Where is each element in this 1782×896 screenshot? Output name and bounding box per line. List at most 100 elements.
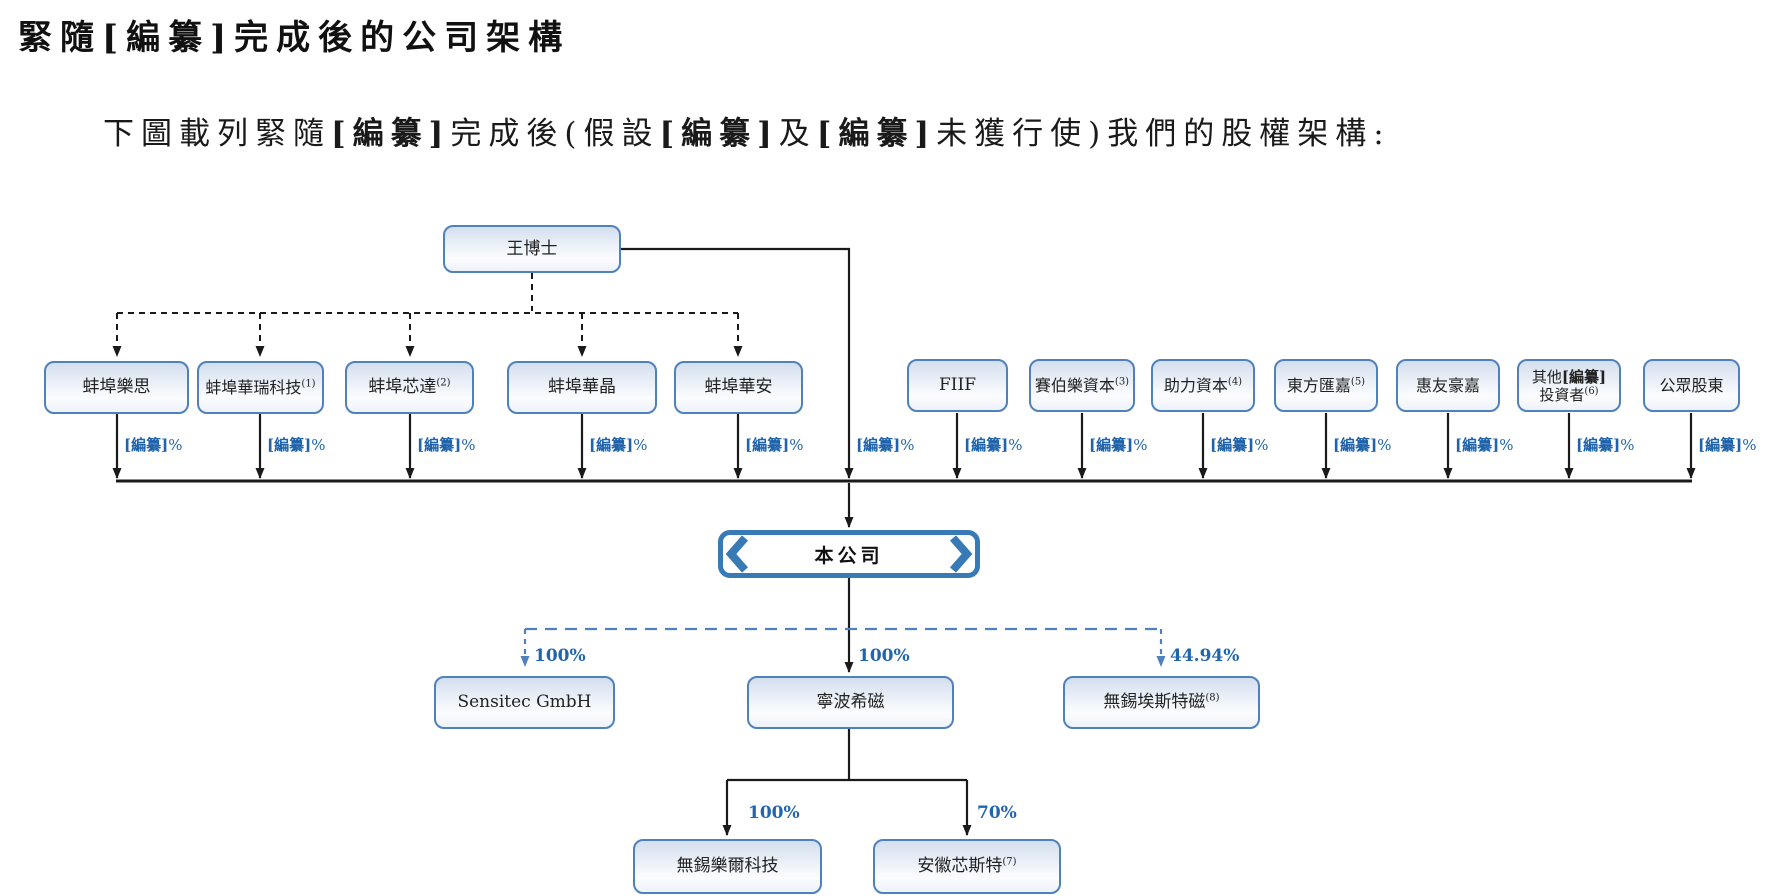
pct-suffix: % xyxy=(1742,436,1757,454)
footnote-ref: (6) xyxy=(1584,385,1599,397)
ownership-pct: [編纂]% xyxy=(1089,434,1147,455)
page-title: 緊隨[編纂]完成後的公司架構 xyxy=(18,18,571,58)
shareholder-name: 投資者 xyxy=(1539,385,1585,404)
ownership-pct: [編纂]% xyxy=(589,434,647,455)
shareholder-label: 投資者(6) xyxy=(1539,386,1598,404)
shareholder-name: 蚌埠華安 xyxy=(704,377,773,398)
shareholder-box: 蚌埠芯達(2) xyxy=(345,361,474,414)
ownership-pct: [編纂]% xyxy=(856,434,914,455)
pct-suffix: % xyxy=(1254,436,1269,454)
ownership-pct: 70% xyxy=(977,803,1017,823)
shareholder-label: 惠友豪嘉 xyxy=(1416,376,1480,395)
shareholder-name: 其他 xyxy=(1531,367,1562,386)
subtitle-text: 未獲行使)我們的股權架構: xyxy=(936,116,1391,152)
pct-redacted: [編纂] xyxy=(589,436,634,454)
shareholder-name: 蚌埠華瑞科技 xyxy=(205,377,302,397)
ownership-pct: 100% xyxy=(534,646,586,666)
shareholder-label: 東方匯嘉(5) xyxy=(1287,376,1365,395)
shareholder-box: 蚌埠華瑞科技(1) xyxy=(197,361,324,414)
subtitle-text: 完成後(假設 xyxy=(450,116,660,152)
pct-redacted: [編纂] xyxy=(856,436,901,454)
subtitle-redacted: [編纂] xyxy=(659,116,779,152)
left-chevron-icon xyxy=(725,535,749,573)
diagram-subtitle: 下圖載列緊隨[編纂]完成後(假設[編纂]及[編纂]未獲行使)我們的股權架構: xyxy=(103,108,1391,153)
subsidiary-name: 安徽芯斯特 xyxy=(917,856,1003,877)
subsidiary-label: 無錫埃斯特磁(8) xyxy=(1103,692,1219,712)
subsidiary-label: Sensitec GmbH xyxy=(457,692,591,712)
shareholder-label: 蚌埠華晶 xyxy=(548,377,616,397)
footnote-ref: (3) xyxy=(1114,376,1130,388)
subsidiary-box: 安徽芯斯特(7) xyxy=(873,839,1061,894)
pct-suffix: % xyxy=(311,436,326,454)
subsidiary-name: 無錫樂爾科技 xyxy=(676,856,779,877)
pct-redacted: [編纂] xyxy=(124,436,169,454)
shareholder-box: 惠友豪嘉 xyxy=(1396,359,1500,412)
ownership-pct: [編纂]% xyxy=(964,434,1022,455)
shareholder-name: 助力資本 xyxy=(1163,375,1228,395)
pct-suffix: % xyxy=(633,436,648,454)
shareholder-name-redacted: [編纂] xyxy=(1561,367,1607,386)
subsidiary-label: 無錫樂爾科技 xyxy=(677,856,779,876)
shareholder-box: 助力資本(4) xyxy=(1151,359,1255,412)
pct-redacted: [編纂] xyxy=(745,436,790,454)
shareholder-name: 東方匯嘉 xyxy=(1286,375,1351,395)
ownership-pct: [編纂]% xyxy=(1576,434,1634,455)
ownership-pct: [編纂]% xyxy=(124,434,182,455)
shareholder-label: FIIF xyxy=(939,375,976,395)
subsidiary-label: 安徽芯斯特(7) xyxy=(917,856,1016,876)
subsidiary-name: 無錫埃斯特磁 xyxy=(1103,692,1206,713)
pct-suffix: % xyxy=(1133,436,1148,454)
subsidiary-name: Sensitec GmbH xyxy=(457,692,592,713)
subtitle-text: 及 xyxy=(778,116,817,152)
shareholder-label: 公眾股東 xyxy=(1659,376,1723,395)
pct-redacted: [編纂] xyxy=(1455,436,1500,454)
subsidiary-box: 無錫樂爾科技 xyxy=(633,839,822,894)
pct-suffix: % xyxy=(1377,436,1392,454)
subtitle-redacted: [編纂] xyxy=(816,116,937,152)
founder-label: 王博士 xyxy=(506,238,558,259)
shareholder-name: 賽伯樂資本 xyxy=(1034,375,1115,395)
shareholder-name: 蚌埠樂思 xyxy=(82,377,151,398)
shareholder-name: 公眾股東 xyxy=(1659,375,1724,395)
ownership-pct: [編纂]% xyxy=(1333,434,1391,455)
footnote-ref: (1) xyxy=(301,378,316,390)
shareholder-box: FIIF xyxy=(907,359,1008,412)
ownership-pct: 100% xyxy=(858,646,910,666)
company-label: 本公司 xyxy=(814,544,884,567)
ownership-pct: [編纂]% xyxy=(1210,434,1268,455)
shareholder-box: 蚌埠華安 xyxy=(674,361,803,414)
shareholder-box: 其他[編纂] 投資者(6) xyxy=(1517,359,1621,412)
pct-redacted: [編纂] xyxy=(1698,436,1743,454)
shareholder-label: 蚌埠華瑞科技(1) xyxy=(205,378,315,397)
pct-redacted: [編纂] xyxy=(1576,436,1621,454)
pct-suffix: % xyxy=(1008,436,1023,454)
ownership-pct: [編纂]% xyxy=(1698,434,1756,455)
pct-suffix: % xyxy=(900,436,915,454)
shareholder-label: 助力資本(4) xyxy=(1164,376,1242,395)
pct-redacted: [編纂] xyxy=(1333,436,1378,454)
subtitle-redacted: [編纂] xyxy=(331,116,451,152)
shareholder-label: 蚌埠樂思 xyxy=(83,377,151,397)
subsidiary-box: 寧波希磁 xyxy=(747,676,954,729)
shareholder-label: 蚌埠芯達(2) xyxy=(368,377,450,397)
shareholder-box: 東方匯嘉(5) xyxy=(1274,359,1378,412)
shareholder-name: FIIF xyxy=(938,375,977,396)
shareholder-name: 蚌埠芯達 xyxy=(368,377,437,398)
ownership-pct: [編纂]% xyxy=(417,434,475,455)
shareholder-name: 蚌埠華晶 xyxy=(548,377,616,398)
pct-redacted: [編纂] xyxy=(417,436,462,454)
pct-suffix: % xyxy=(1620,436,1635,454)
footnote-ref: (5) xyxy=(1350,376,1366,388)
pct-suffix: % xyxy=(461,436,476,454)
shareholder-box: 蚌埠樂思 xyxy=(44,361,189,414)
shareholder-box: 賽伯樂資本(3) xyxy=(1029,359,1135,412)
subsidiary-box: 無錫埃斯特磁(8) xyxy=(1063,676,1260,729)
founder-box: 王博士 xyxy=(443,225,621,273)
shareholder-box: 蚌埠華晶 xyxy=(507,361,657,414)
pct-redacted: [編纂] xyxy=(964,436,1009,454)
footnote-ref: (2) xyxy=(436,377,451,389)
footnote-ref: (4) xyxy=(1227,376,1243,388)
footnote-ref: (8) xyxy=(1205,692,1220,704)
pct-suffix: % xyxy=(789,436,804,454)
